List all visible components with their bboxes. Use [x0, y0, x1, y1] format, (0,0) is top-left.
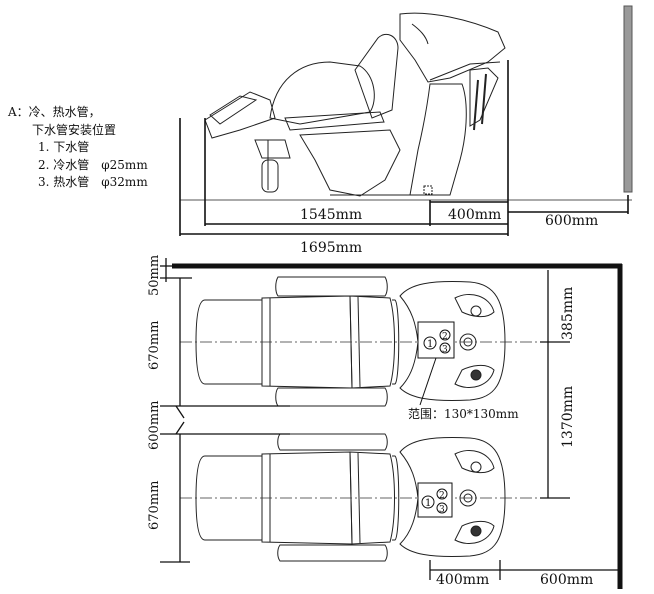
notes-item-hot: 3. 热水管 φ32mm — [38, 175, 148, 189]
pipe-box-1 — [417, 321, 455, 359]
side-basin — [399, 12, 506, 83]
side-seat — [269, 61, 375, 125]
notes-item-drain: 1. 下水管 — [38, 140, 90, 154]
center-lines — [180, 341, 556, 499]
pipe-1-num-2: 2 — [442, 332, 448, 342]
side-wall — [623, 5, 633, 193]
pipe-box-2 — [417, 482, 453, 518]
chair-top-2 — [195, 433, 506, 562]
side-chair-base — [299, 129, 401, 197]
notes-item-cold: 2. 冷水管 φ25mm — [38, 157, 148, 172]
notes-subheading: 下水管安装位置 — [32, 122, 117, 137]
pipe-2-num-2: 2 — [439, 491, 445, 501]
notes-heading: A：冷、热水管， — [8, 105, 101, 119]
top-dimensions — [160, 258, 618, 580]
dim-side-body: 1545mm — [300, 207, 362, 223]
pipe-2-num-1: 1 — [425, 498, 431, 509]
pipe-1-num-1: 1 — [427, 339, 433, 350]
dim-center-span: 1370mm — [560, 386, 576, 448]
dim-top-gap: 50mm — [147, 255, 162, 296]
side-backrest — [354, 33, 399, 119]
pipe-1-num-3: 3 — [442, 345, 448, 355]
installation-notes: A：冷、热水管， 下水管安装位置 1. 下水管 2. 冷水管 φ25mm 3. … — [8, 104, 148, 192]
top-walls — [172, 263, 623, 589]
dim-chair1-width: 670mm — [147, 321, 162, 370]
dim-bottom-wall: 600mm — [540, 572, 593, 588]
dim-side-total: 1695mm — [300, 240, 362, 256]
dim-basin-offset: 385mm — [560, 287, 576, 340]
dim-bottom-basin: 400mm — [436, 572, 489, 588]
dim-side-wall: 600mm — [545, 213, 598, 229]
pipe-2-num-3: 3 — [439, 505, 445, 515]
dim-spacing: 600mm — [147, 401, 162, 450]
side-dimensions — [179, 60, 629, 236]
range-label: 范围：130*130mm — [408, 407, 519, 421]
dim-side-basin: 400mm — [448, 207, 501, 223]
side-column — [409, 83, 467, 196]
chair-top-1 — [195, 276, 506, 407]
side-view — [180, 5, 633, 201]
dim-chair2-width: 670mm — [147, 481, 162, 530]
side-legrest — [204, 91, 276, 139]
